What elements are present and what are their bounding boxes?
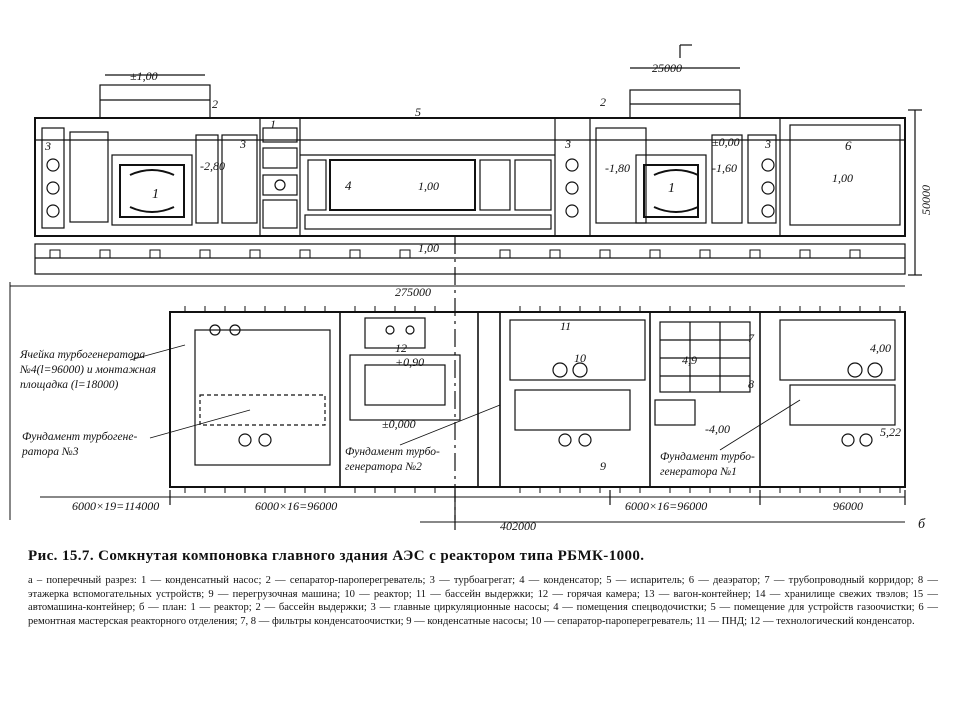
elev-400b: 4,00 (870, 341, 891, 355)
label-reactor-1-right: 1 (668, 181, 675, 196)
caption-title: Рис. 15.7. Сомкнутая компоновка главного… (28, 548, 645, 564)
label-num-8: 8 (748, 377, 754, 391)
dim-height-right: 50000 (919, 185, 933, 215)
label-num-12: 12 (395, 341, 407, 355)
cross-section-top (34, 44, 922, 520)
label-num-11: 11 (560, 319, 571, 333)
label-num-6: 6 (845, 138, 852, 153)
dim-bottom-3: 6000×16=96000 (625, 499, 707, 513)
elev-condenser: 1,00 (418, 179, 439, 193)
label-num-3-left: 3 (44, 139, 51, 153)
elev-right-c: ±0,00 (712, 135, 740, 149)
elev-090: +0,90 (395, 355, 424, 369)
label-num-4: 4 (345, 178, 352, 193)
label-num-7: 7 (748, 331, 755, 345)
label-num-9: 9 (600, 459, 606, 473)
plant-layout-drawing: ±1,00 25000 50000 2 2 1 5 3 3 3 3 1 1 4 … (9, 44, 933, 533)
dim-total: 402000 (500, 519, 536, 533)
elev-right-b: -1,60 (712, 161, 737, 175)
elev-block6: 1,00 (832, 171, 853, 185)
dim-bottom-1: 6000×19=114000 (72, 499, 159, 513)
label-reactor-1-left: 1 (152, 187, 159, 202)
label-num-3-right: 3 (564, 137, 571, 151)
label-num-3-mid: 3 (239, 137, 246, 151)
elev-000: ±0,000 (382, 417, 416, 431)
label-num-1-top: 1 (270, 117, 276, 131)
label-num-2-right: 2 (600, 95, 606, 109)
elev-490: 4,9 (682, 353, 697, 367)
dim-275000: 275000 (395, 285, 431, 299)
elev-top-left: ±1,00 (130, 69, 158, 83)
elev-left-reactor: -2,80 (200, 159, 225, 173)
dim-bottom-4: 96000 (833, 499, 863, 513)
label-num-3-far: 3 (764, 137, 771, 151)
elev-400: -4,00 (705, 422, 730, 436)
column-ticks (184, 306, 901, 493)
note-found3-line2: ратора №3 (21, 446, 79, 458)
elev-right-a: -1,80 (605, 161, 630, 175)
note-found3-line1: Фундамент турбогене- (22, 431, 137, 443)
elev-corridor: 1,00 (418, 241, 439, 255)
elev-522: 5,22 (880, 425, 901, 439)
label-num-10: 10 (574, 351, 586, 365)
note-cell4-line2: №4(l=96000) и монтажная (19, 364, 156, 376)
section-b-label: б (918, 517, 926, 532)
note-cell4-line1: Ячейка турбогенератора (19, 348, 145, 361)
figure-caption: Рис. 15.7. Сомкнутая компоновка главного… (28, 548, 938, 628)
label-num-2-left: 2 (212, 97, 218, 111)
note-found2-line1: Фундамент турбо- (345, 446, 440, 458)
plan-bottom (40, 306, 906, 530)
dim-top-right: 25000 (652, 61, 682, 75)
note-found1-line2: генератора №1 (660, 466, 737, 478)
label-num-5: 5 (415, 105, 421, 119)
note-found1-line1: Фундамент турбо- (660, 451, 755, 463)
note-cell4-line3: площадка (l=18000) (20, 379, 118, 391)
dim-bottom-2: 6000×16=96000 (255, 499, 337, 513)
caption-legend: а – поперечный разрез: 1 — конденсатный … (28, 575, 938, 627)
note-found2-line2: генератора №2 (345, 461, 422, 473)
